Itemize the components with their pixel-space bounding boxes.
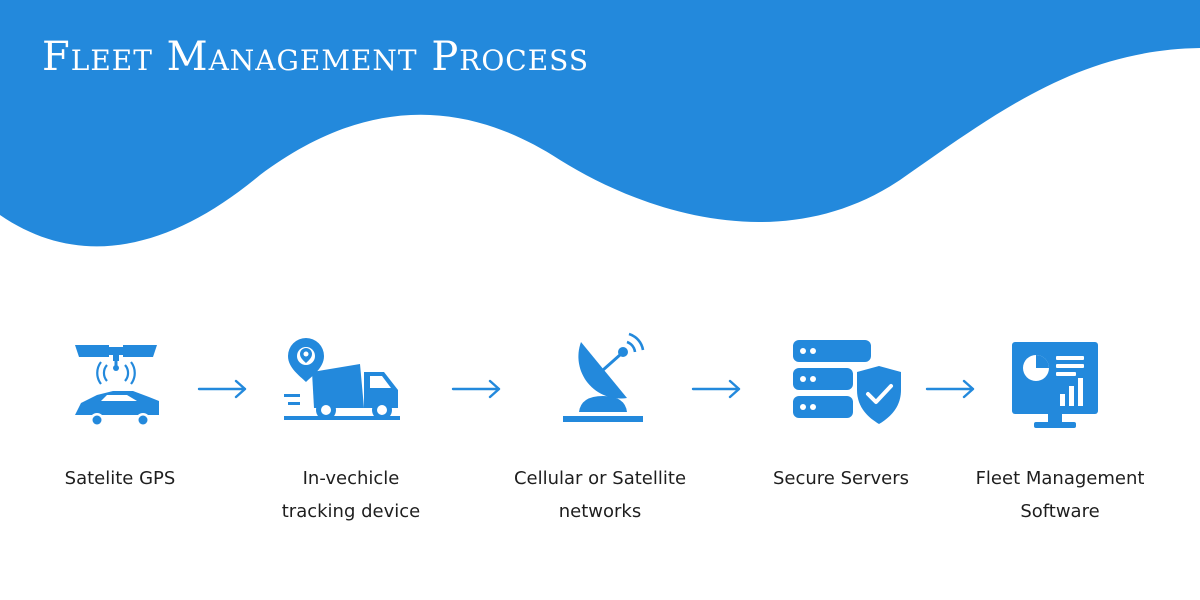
arrow-right-icon	[197, 379, 247, 399]
step-label-secure-servers: Secure Servers	[721, 462, 961, 495]
step-label-satellite-gps: Satelite GPS	[0, 462, 240, 495]
arrow-right-icon	[691, 379, 741, 399]
tracking-truck-icon	[284, 338, 400, 420]
step-label-line: Fleet Management	[975, 468, 1145, 489]
step-label-line: Software	[1020, 501, 1100, 522]
page-title: Fleet Management Process	[42, 34, 590, 80]
step-label-fleet-software: Fleet Management Software	[940, 462, 1180, 528]
step-label-line: In-vechicle	[302, 468, 400, 489]
step-label-line: Cellular or Satellite	[513, 468, 687, 489]
step-label-line: Satelite GPS	[64, 468, 176, 489]
step-label-tracking-device: In-vechicle tracking device	[231, 462, 471, 528]
arrow-right-icon	[925, 379, 975, 399]
secure-server-icon	[793, 340, 901, 424]
arrow-right-icon	[451, 379, 501, 399]
satellite-gps-car-icon	[75, 345, 159, 427]
step-label-networks: Cellular or Satellite networks	[480, 462, 720, 528]
dashboard-monitor-icon	[1012, 342, 1098, 428]
header-wave-background	[0, 0, 1200, 247]
step-label-line: networks	[558, 501, 642, 522]
satellite-dish-icon	[563, 332, 645, 422]
step-label-line: Secure Servers	[772, 468, 909, 489]
step-label-line: tracking device	[281, 501, 421, 522]
